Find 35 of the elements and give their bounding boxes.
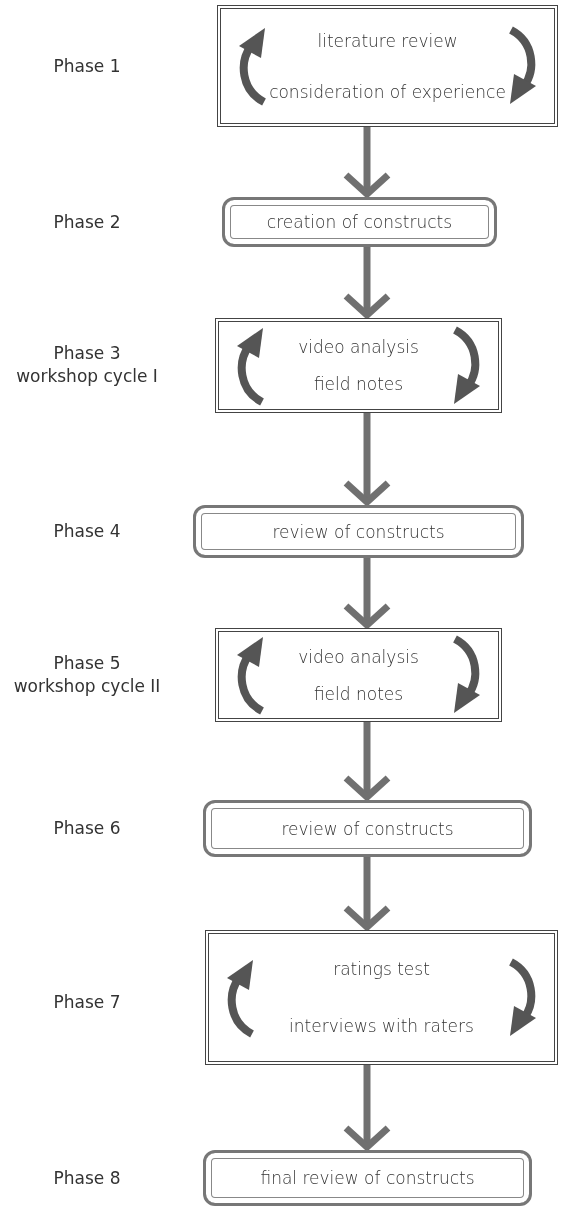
box-text: video analysis — [298, 336, 419, 357]
process-box — [203, 1150, 532, 1206]
phase-label: Phase 3 workshop cycle I — [15, 342, 159, 388]
phase-label: Phase 4 — [52, 519, 122, 543]
box-text: literature review — [317, 30, 458, 51]
arrow — [342, 247, 392, 319]
phase-label: Phase 1 — [52, 54, 122, 78]
phase-label: Phase 5 workshop cycle II — [12, 652, 162, 698]
arrow — [342, 558, 392, 629]
cycle-box — [215, 318, 502, 413]
process-box — [193, 505, 524, 558]
box-text: field notes — [313, 374, 404, 395]
arrow — [342, 722, 392, 801]
box-text: field notes — [313, 683, 404, 704]
process-box — [222, 197, 497, 247]
box-text: final review of constructs — [260, 1168, 475, 1188]
phase-label: Phase 7 — [52, 990, 122, 1014]
phase-label: Phase 6 — [52, 816, 122, 840]
arrow — [342, 413, 392, 506]
box-text: creation of constructs — [266, 212, 453, 232]
cycle-box — [215, 628, 502, 722]
phase-label: Phase 8 — [52, 1166, 122, 1190]
cycle-box — [205, 930, 558, 1065]
phase-label: Phase 2 — [52, 210, 122, 234]
box-text: ratings test — [333, 958, 430, 979]
box-text: review of constructs — [281, 818, 454, 839]
arrow — [342, 1065, 392, 1151]
box-text: interviews with raters — [289, 1016, 474, 1037]
cycle-box — [217, 5, 558, 127]
box-text: video analysis — [298, 646, 419, 667]
box-text: review of constructs — [272, 521, 445, 542]
box-text: consideration of experience — [269, 81, 506, 102]
process-box — [203, 800, 532, 857]
arrow — [342, 127, 392, 198]
arrow — [342, 857, 392, 931]
